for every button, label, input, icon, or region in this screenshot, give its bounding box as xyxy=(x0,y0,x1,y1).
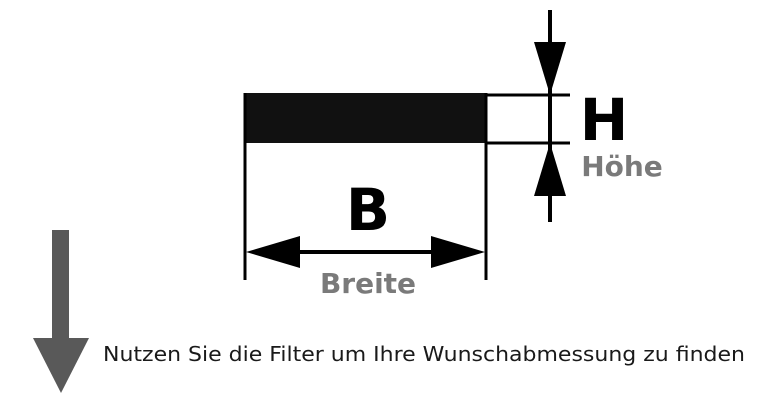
height-dimension-line xyxy=(534,10,566,222)
height-symbol: H xyxy=(580,86,629,154)
arrowhead-down-icon xyxy=(534,42,566,95)
width-dimension-line xyxy=(246,236,485,268)
profile-bar xyxy=(245,93,487,143)
arrowhead-up-icon xyxy=(534,143,566,196)
height-caption: Höhe xyxy=(581,150,663,183)
arrowhead-left-icon xyxy=(246,236,300,268)
width-symbol: B xyxy=(346,176,390,244)
arrow-down-icon xyxy=(33,230,89,393)
width-caption: Breite xyxy=(320,267,416,300)
arrowhead-right-icon xyxy=(431,236,485,268)
filter-hint-text: Nutzen Sie die Filter um Ihre Wunschabme… xyxy=(103,342,745,366)
